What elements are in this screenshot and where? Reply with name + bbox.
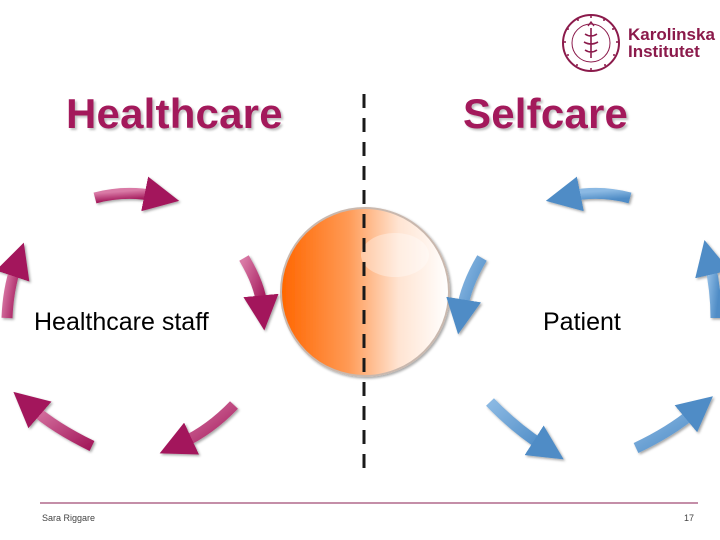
right-arrow-bottom bbox=[633, 396, 713, 453]
logo-name-line2: Institutet bbox=[628, 42, 700, 61]
sphere-highlight bbox=[361, 233, 429, 277]
right-arrow-left-lower bbox=[486, 398, 564, 460]
footer-author: Sara Riggare bbox=[42, 513, 96, 523]
selfcare-heading: Selfcare bbox=[463, 90, 629, 137]
healthcare-cycle-arrows bbox=[0, 176, 279, 455]
left-arrow-top bbox=[93, 176, 180, 212]
logo-name-line1: Karolinska bbox=[628, 25, 715, 44]
left-arrow-left bbox=[0, 242, 30, 319]
karolinska-seal-icon bbox=[562, 14, 620, 72]
left-arrow-bottom bbox=[13, 391, 95, 451]
right-arrow-right bbox=[695, 239, 720, 319]
patient-label: Patient bbox=[543, 308, 621, 336]
slide-number: 17 bbox=[684, 513, 695, 523]
left-arrow-right-upper bbox=[239, 255, 279, 331]
selfcare-cycle-arrows bbox=[446, 176, 720, 460]
healthcare-staff-label: Healthcare staff bbox=[34, 308, 209, 336]
right-arrow-top bbox=[545, 176, 632, 212]
right-arrow-left-upper bbox=[446, 255, 487, 335]
left-arrow-right-lower bbox=[159, 401, 238, 455]
healthcare-heading: Healthcare bbox=[66, 90, 283, 137]
karolinska-logo: Karolinska Institutet bbox=[560, 12, 715, 74]
